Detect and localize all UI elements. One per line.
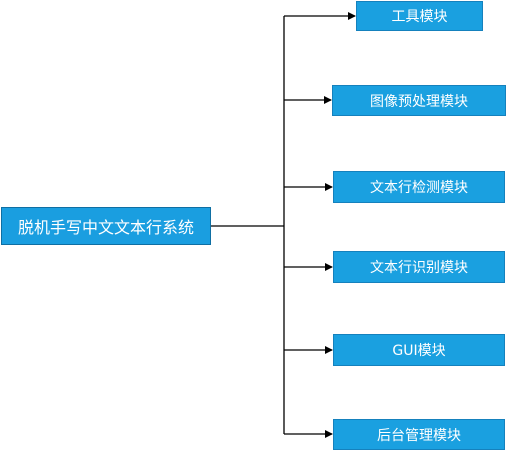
- module-node-tools[interactable]: 工具模块: [356, 1, 483, 31]
- module-node-gui[interactable]: GUI模块: [333, 334, 505, 366]
- module-label-gui: GUI模块: [392, 343, 446, 359]
- module-label-backend-management: 后台管理模块: [377, 427, 461, 444]
- module-label-tools: 工具模块: [391, 9, 448, 25]
- root-node[interactable]: 脱机手写中文文本行系统: [1, 207, 211, 245]
- module-node-text-line-recognition[interactable]: 文本行识别模块: [333, 251, 505, 283]
- module-label-text-line-recognition: 文本行识别模块: [370, 260, 468, 276]
- module-label-text-line-detection: 文本行检测模块: [370, 180, 468, 196]
- module-node-backend-management[interactable]: 后台管理模块: [333, 419, 505, 450]
- module-label-image-preprocessing: 图像预处理模块: [370, 93, 468, 110]
- module-node-image-preprocessing[interactable]: 图像预处理模块: [332, 85, 506, 116]
- module-node-text-line-detection[interactable]: 文本行检测模块: [333, 171, 505, 203]
- root-node-label: 脱机手写中文文本行系统: [17, 218, 194, 237]
